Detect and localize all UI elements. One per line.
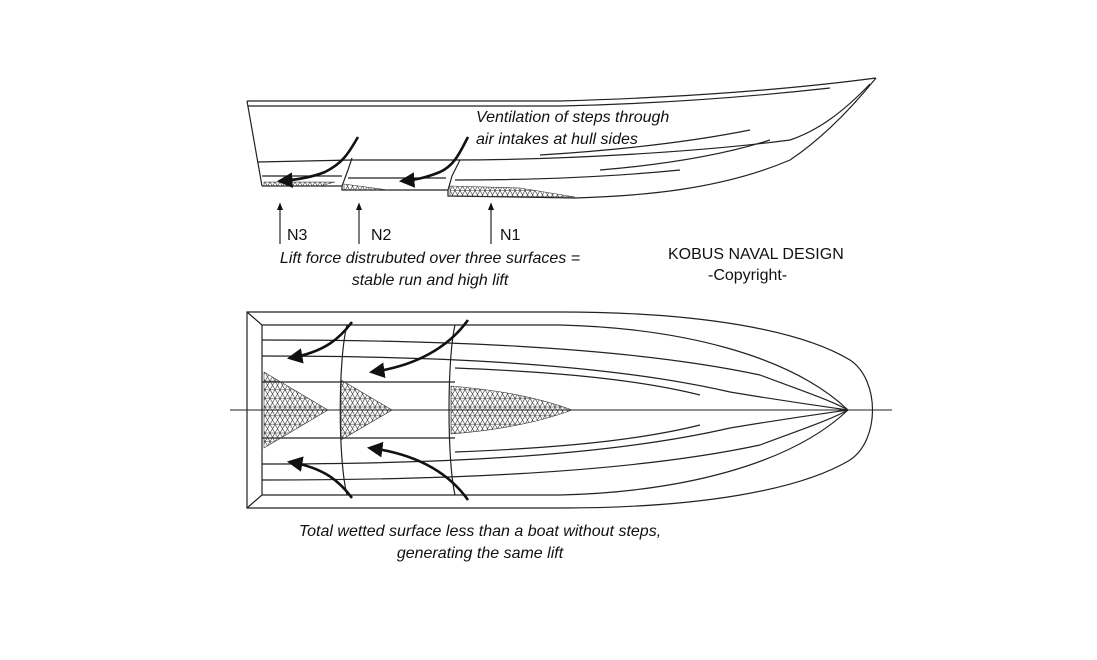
- plan-air-arrow-n3-bot: [286, 456, 354, 499]
- air-arrow-step-n3: [276, 136, 360, 188]
- strake-line-3: [599, 139, 771, 171]
- plan-strake-top-2: [261, 355, 849, 411]
- wetted-note-line2: generating the same lift: [396, 545, 564, 562]
- hull-outline-outer: [246, 311, 874, 509]
- brand-name: KOBUS NAVAL DESIGN: [668, 246, 844, 263]
- plan-wetted-surfaces: [263, 371, 573, 449]
- air-arrow-step-n2: [398, 136, 470, 188]
- copyright-note: -Copyright-: [708, 267, 788, 284]
- plan-air-arrow-n3-top: [286, 321, 354, 364]
- plan-air-arrow-n2-top: [368, 319, 470, 378]
- ventilation-note-line2: air intakes at hull sides: [476, 131, 638, 148]
- strake-line-1: [262, 169, 681, 181]
- step-label-n2: N2: [371, 227, 392, 244]
- lift-note-line2: stable run and high lift: [351, 272, 509, 289]
- lift-arrows: [276, 202, 495, 244]
- plan-step-n2: [448, 324, 456, 496]
- plan-wetted-n2: [340, 379, 393, 441]
- plan-wetted-n3: [263, 371, 329, 449]
- plan-strake-bot-3: [454, 424, 701, 453]
- strake-line-2: [539, 129, 751, 156]
- transom-line: [246, 100, 263, 187]
- lift-note-line1: Lift force distrubuted over three surfac…: [279, 250, 581, 267]
- bow-stem: [574, 77, 877, 199]
- chine-line: [257, 83, 871, 163]
- plan-air-arrow-n2-bot: [366, 441, 470, 501]
- strake-line-4: [248, 87, 831, 107]
- plan-air-arrows: [286, 319, 470, 501]
- keel-step-n2: [341, 159, 461, 191]
- plan-strake-top-1: [261, 339, 849, 411]
- wetted-note-line1: Total wetted surface less than a boat wi…: [298, 523, 662, 540]
- plan-strake-top-3: [454, 367, 701, 396]
- plan-step-n3: [339, 324, 348, 496]
- transom-inner: [246, 311, 263, 509]
- step-label-n1: N1: [500, 227, 521, 244]
- side-air-arrows: [276, 136, 470, 188]
- plan-wetted-n1: [450, 385, 573, 435]
- side-profile: [246, 77, 877, 199]
- plan-strake-bot-1: [261, 409, 849, 481]
- plan-view: [230, 311, 892, 509]
- sheer-line: [247, 77, 877, 102]
- keel-step-n1: [447, 190, 576, 199]
- step-label-n3: N3: [287, 227, 308, 244]
- ventilation-note-line1: Ventilation of steps through: [476, 109, 670, 126]
- plan-strake-bot-2: [261, 409, 849, 465]
